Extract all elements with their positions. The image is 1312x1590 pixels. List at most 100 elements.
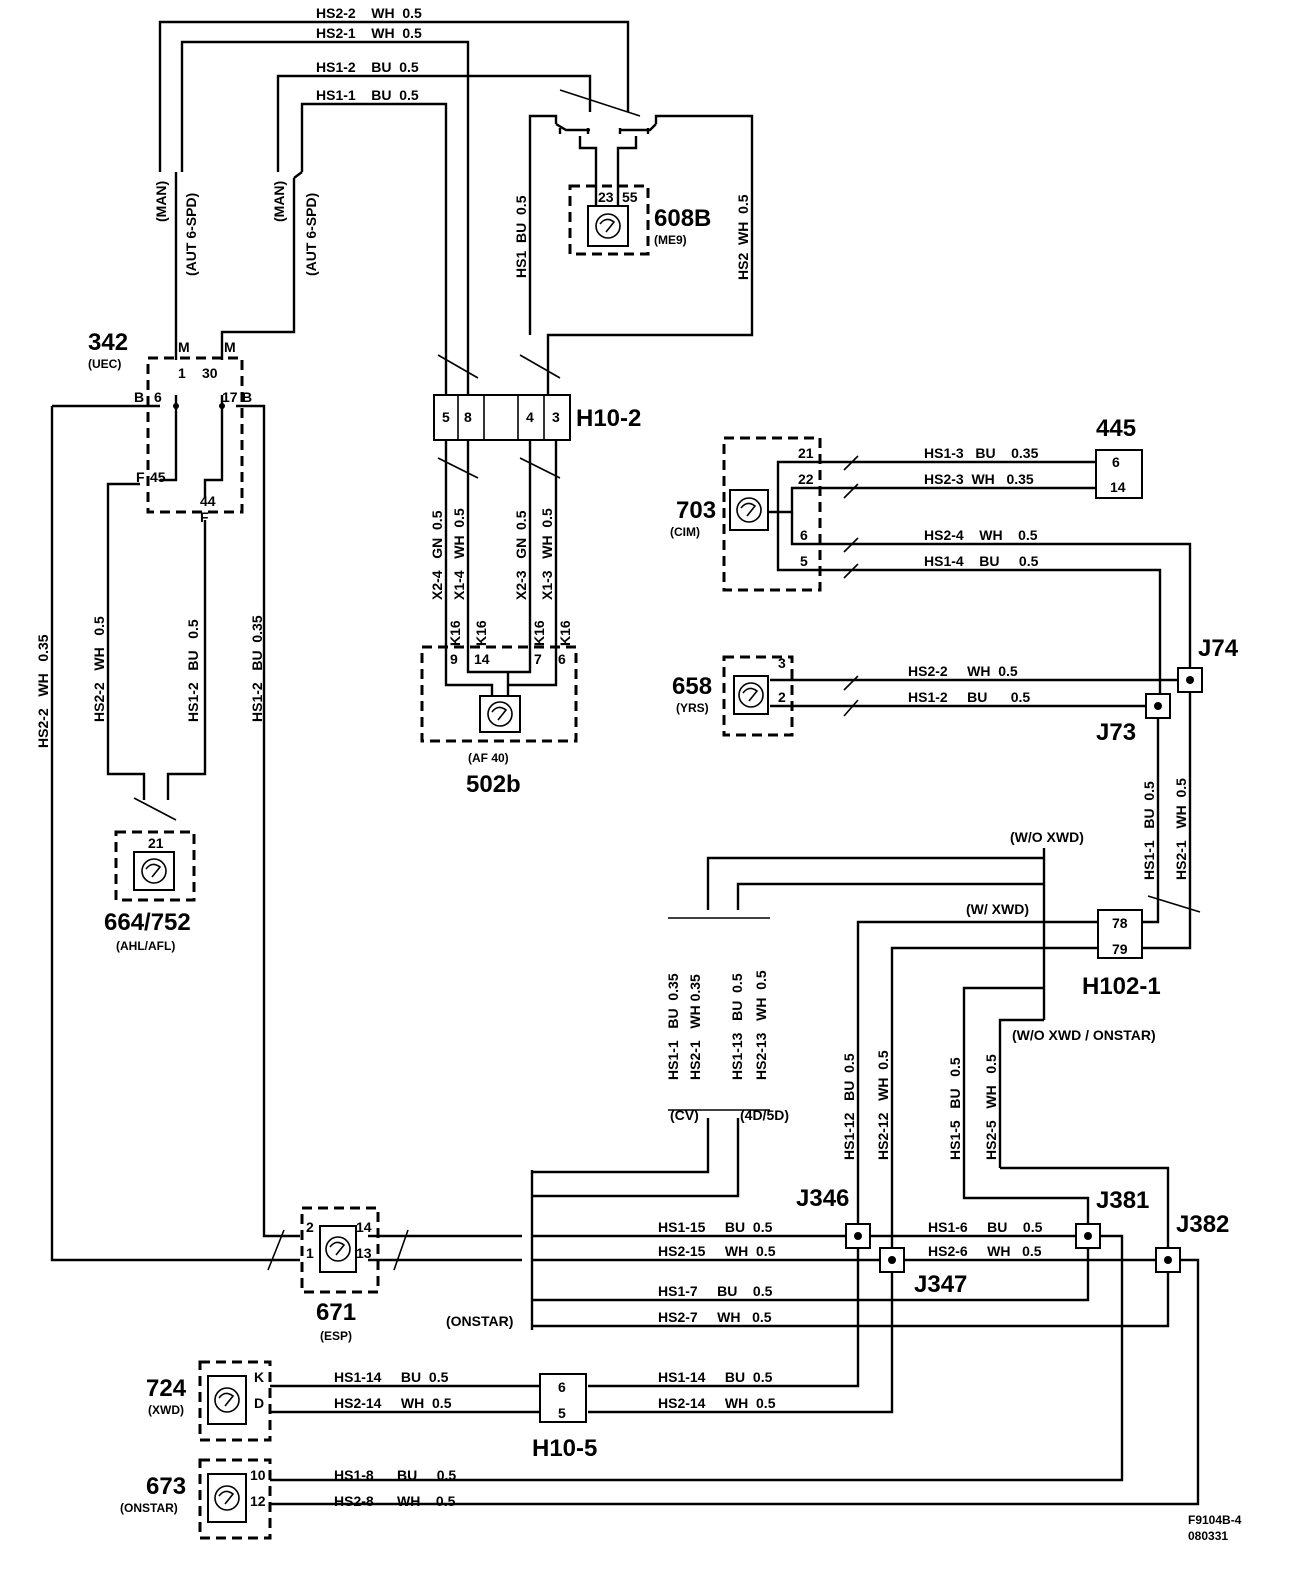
label-342-sub: (UEC) [88, 357, 121, 371]
pin: 45 [150, 469, 166, 485]
wire-label: X1-4 WH 0.5 [451, 508, 467, 600]
wire-label: HS2-8 WH 0.5 [334, 1493, 456, 1509]
pin: 21 [798, 445, 814, 461]
pin: 6 [558, 1379, 566, 1395]
wire-label: (ONSTAR) [446, 1313, 513, 1329]
wire-label: X1-3 WH 0.5 [539, 508, 555, 600]
label-j381: J381 [1096, 1187, 1149, 1214]
module-664-box [114, 830, 196, 902]
pin: 2 [778, 689, 786, 705]
label-671: 671 [316, 1299, 356, 1326]
wire-label: HS1-2 BU 0.5 [185, 619, 201, 722]
wire-label: HS2-2 WH 0.5 [91, 616, 107, 722]
wire-label: (W/O XWD / ONSTAR) [1012, 1027, 1156, 1043]
pin: 23 [598, 189, 614, 205]
splice-j381 [1075, 1223, 1101, 1249]
splice-j382 [1155, 1247, 1181, 1273]
pin: 4 [526, 409, 534, 425]
wire-label: HS2-14 WH 0.5 [658, 1395, 776, 1411]
label-658-sub: (YRS) [676, 701, 709, 715]
label-h10-5: H10-5 [532, 1435, 597, 1462]
label-j346: J346 [796, 1185, 849, 1212]
pin: M [224, 339, 236, 355]
pin: 8 [464, 409, 472, 425]
wire-label: HS1-12 BU 0.5 [841, 1053, 857, 1160]
module-icons [141, 213, 764, 1511]
wire-label: (AUT 6-SPD) [303, 193, 319, 276]
label-703: 703 [676, 497, 716, 524]
footer-date: 080331 [1188, 1529, 1228, 1543]
wire-label: (MAN) [153, 181, 169, 222]
label-445: 445 [1096, 415, 1136, 442]
label-724: 724 [146, 1375, 187, 1402]
wire-label: X2-3 GN 0.5 [513, 510, 529, 600]
pin: 44 [200, 493, 216, 509]
wire-hs2-2-top [158, 20, 630, 165]
pin: K [254, 1369, 264, 1385]
wire-hs1-2-top [276, 74, 592, 165]
wire-hs2-1-top [180, 40, 470, 395]
wire-label: HS2-1 WH 0.35 [687, 974, 703, 1080]
wire-label: HS1-2 BU 0.5 [908, 689, 1030, 705]
wire-labels-horizontal: HS2-2 WH 0.5 HS2-1 WH 0.5 HS1-2 BU 0.5 H… [316, 5, 1242, 1543]
pin: 1 [306, 1245, 314, 1261]
pin: 3 [552, 409, 560, 425]
pin: 5 [558, 1405, 566, 1421]
wire-hs1-1-top [300, 102, 448, 395]
wire-label: HS1-1 BU 0.5 [316, 87, 419, 103]
wire-label: HS1-2 BU 0.35 [249, 615, 265, 722]
wire-label: HS1-4 BU 0.5 [924, 553, 1039, 569]
pin: B [134, 389, 144, 405]
wire-label: HS2-1 WH 0.5 [1173, 778, 1189, 880]
wire-label: K16 [473, 620, 489, 646]
pin: 78 [1112, 915, 1128, 931]
wire-label: (W/ XWD) [966, 901, 1029, 917]
component-labels: 342 (UEC) 608B (ME9) 703 (CIM) 445 658 (… [88, 205, 1136, 1515]
ecu-342-box [146, 356, 244, 514]
wire-label: X2-4 GN 0.5 [429, 510, 445, 600]
module-502b-icon [487, 701, 513, 727]
label-724-sub: (XWD) [148, 1403, 184, 1417]
component-boxes [114, 184, 1203, 1540]
label-664: 664/752 [104, 909, 191, 936]
pin: 55 [622, 189, 638, 205]
wire-label: HS1-7 BU 0.5 [658, 1283, 773, 1299]
module-658-box [722, 655, 794, 737]
wire-label: HS2-5 WH 0.5 [983, 1054, 999, 1160]
wire-label: (MAN) [271, 181, 287, 222]
module-673-box [198, 1458, 272, 1540]
wire-label: HS2-6 WH 0.5 [928, 1243, 1042, 1259]
wire-label: HS1-13 BU 0.5 [729, 973, 745, 1080]
pin: 13 [356, 1245, 372, 1261]
pin: 1 [178, 365, 186, 381]
wire-label: HS2-2 WH 0.5 [316, 5, 422, 21]
wire-label: HS1-14 BU 0.5 [334, 1369, 449, 1385]
module-608b-box [568, 184, 650, 256]
pin: M [178, 339, 190, 355]
pin: B [242, 389, 252, 405]
label-608b: 608B [654, 205, 711, 232]
pin: 14 [356, 1219, 372, 1235]
label-658: 658 [672, 673, 712, 700]
label-h10-2: H10-2 [576, 405, 641, 432]
pin: F [200, 509, 209, 525]
wire-label: HS2-15 WH 0.5 [658, 1243, 776, 1259]
wire-label: HS1-6 BU 0.5 [928, 1219, 1043, 1235]
module-724-icon [214, 1387, 240, 1413]
wire-label: HS2-2 WH 0.35 [35, 634, 51, 748]
label-502b-sub: (AF 40) [468, 751, 509, 765]
pin: 5 [800, 553, 808, 569]
wire-labels-vertical: (MAN) (AUT 6-SPD) (MAN) (AUT 6-SPD) HS1 … [35, 181, 1189, 1160]
wires [50, 20, 1201, 1506]
wire-label: HS1-15 BU 0.5 [658, 1219, 773, 1235]
pin: 12 [250, 1493, 266, 1509]
module-608b-icon [595, 213, 621, 239]
label-671-sub: (ESP) [320, 1329, 352, 1343]
pin: 6 [1112, 454, 1120, 470]
pin-labels: 1 30 6 17 45 44 M M B B F F 23 55 5 8 4 … [134, 189, 1128, 1509]
wire-label: HS1-5 BU 0.5 [947, 1057, 963, 1160]
pin: 17 [222, 389, 238, 405]
wire-label: (AUT 6-SPD) [183, 193, 199, 276]
wire-label: HS1-14 BU 0.5 [658, 1369, 773, 1385]
